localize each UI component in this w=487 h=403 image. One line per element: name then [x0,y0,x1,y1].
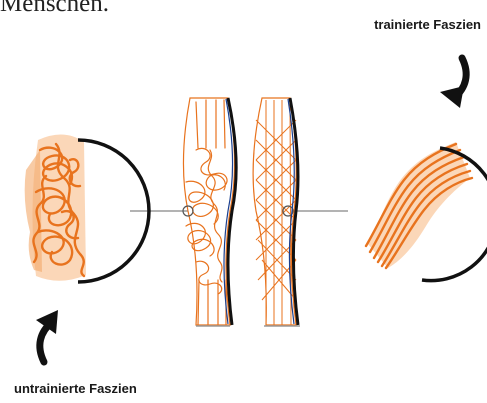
trained-fascia-tissue [253,98,300,326]
curved-arrow-up-icon [36,310,58,362]
trained-fascia-magnified [366,142,487,281]
curved-arrow-down-icon [440,58,466,108]
untrained-fascia-magnified [25,134,149,282]
untrained-fascia-tissue [183,98,236,326]
